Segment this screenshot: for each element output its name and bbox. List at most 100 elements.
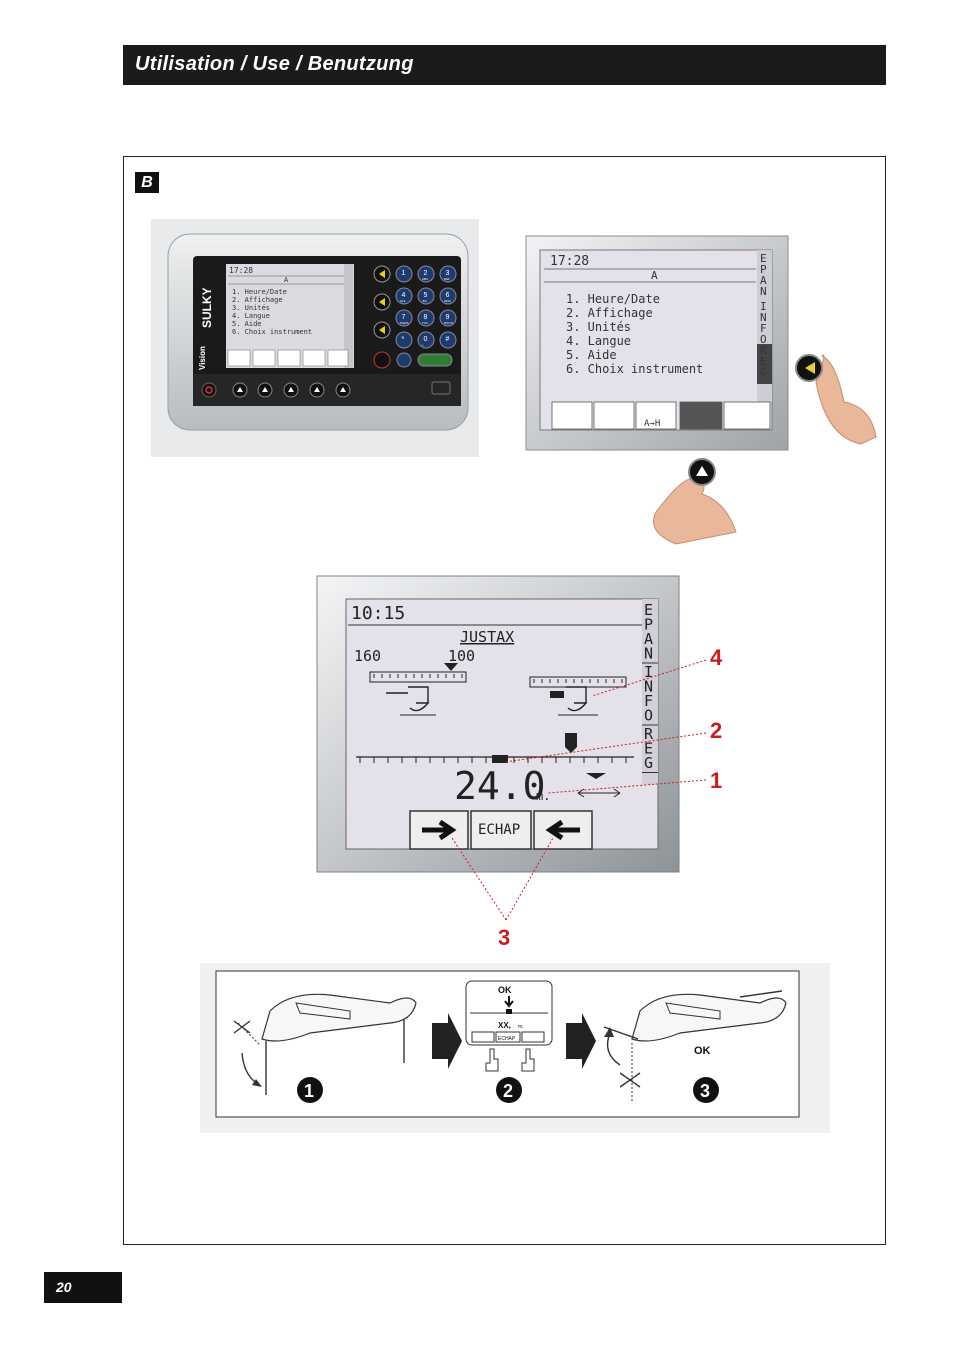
page-header: Utilisation / Use / Benutzung [123,45,886,85]
keypad-key[interactable] [395,287,413,305]
main-tab-letter: I [644,663,653,681]
mini-unit: m. [518,1024,524,1030]
zoom-menu-item: 4. Langue [566,334,631,348]
keypad-key[interactable] [439,331,457,349]
zoom-tab-letter: G [760,366,767,379]
step-number-3: 3 [700,1081,710,1101]
zoom-menu-item: 1. Heure/Date [566,292,660,306]
mini-ok: OK [498,985,512,995]
terminal-arrow-keys [232,265,453,398]
terminal-menu-item: 6. Choix instrument [232,328,312,336]
zoom-time: 17:28 [550,254,589,269]
zoom-tab-letter: O [760,333,767,346]
back-key[interactable] [396,352,412,368]
keypad-key[interactable] [417,309,435,327]
mini-value: XX, [498,1021,511,1030]
zoom-title: A [651,269,658,282]
main-tab-letter: F [644,692,653,710]
zoom-tab-letter: R [760,344,767,357]
left-arrow-icon [379,270,385,278]
stop-key[interactable] [373,351,391,369]
keypad-key[interactable] [439,287,457,305]
keypad-key-sublabel: PQRS [400,321,409,325]
keypad-key-label: 7 [402,314,406,321]
step-number-2: 2 [503,1081,513,1101]
softkey-echap: ECHAP [478,822,520,838]
step-number-1: 1 [304,1081,314,1101]
enter-key[interactable] [417,353,453,367]
zoom-tab-letter: E [760,355,767,368]
terminal-screen-title: A [284,276,289,284]
up-arrow-icon [288,387,294,392]
main-tab-letter: E [644,740,653,758]
zoom-tab-letter: E [760,252,767,265]
section-badge: B [135,172,159,193]
keypad-key-sublabel: MNO [444,299,452,303]
keypad-key-label: 6 [446,292,450,299]
page-number: 20 [44,1272,122,1303]
terminal-menu-item: 2. Affichage [232,296,283,304]
terminal-menu-item: 4. Langue [232,312,270,320]
figure-frame [123,156,886,1245]
zoom-tab-letter: P [760,263,767,276]
terminal-time: 17:28 [229,266,253,275]
keypad-key[interactable] [395,331,413,349]
keypad-key-label: * [402,336,405,343]
left-arrow-icon [379,298,385,306]
keypad-key[interactable] [395,309,413,327]
step3-ok: OK [694,1045,711,1057]
up-arrow-icon [314,387,320,392]
main-title: JUSTAX [460,628,514,646]
callout-2: 2 [710,718,722,743]
zoom-tab-letter: N [760,285,767,298]
terminal-model: Vision [198,346,207,370]
keypad-key[interactable] [417,265,435,283]
zoom-tab-letter: A [760,274,767,287]
callout-4: 4 [710,645,723,670]
main-tab-letter: O [644,707,653,725]
mini-echap: ECHAP [498,1036,516,1042]
header-title: Utilisation / Use / Benutzung [135,53,414,75]
main-unit: m. [536,789,550,803]
keypad-key-sublabel: DEF [444,277,450,281]
main-tab-letter: E [644,601,653,619]
zoom-menu-item: 2. Affichage [566,306,653,320]
main-distance: 24.0 [454,764,546,808]
up-arrow-icon [340,387,346,392]
keypad-key-label: 5 [424,292,428,299]
zoom-bottom-key-label: A→H [644,419,660,429]
keypad-key[interactable] [395,265,413,283]
zoom-tab-letter: N [760,311,767,324]
keypad-key[interactable] [417,287,435,305]
left-arrow-icon [379,326,385,334]
keypad-key-sublabel: WXYZ [444,321,453,325]
keypad-key[interactable] [439,265,457,283]
keypad-key-label: 4 [402,292,406,299]
callout-1: 1 [710,768,722,793]
keypad-key-label: # [446,336,450,343]
main-tab-letter: N [644,678,653,696]
keypad-key-label: 9 [446,314,450,321]
keypad-key-sublabel: + [422,343,424,347]
main-value-left: 160 [354,647,381,665]
keypad-key-sublabel: TUV [422,321,428,325]
terminal-menu-item: 1. Heure/Date [232,288,287,296]
main-time: 10:15 [351,603,405,624]
keypad-key-label: 1 [402,270,406,277]
zoom-menu-item: 5. Aide [566,348,617,362]
procedure-strip: 1 OK XX, m. ECHAP 2 OK 3 [200,963,830,1133]
keypad-key-sublabel: JKL [422,299,428,303]
keypad-key-sublabel: GHI [400,299,406,303]
keypad-key[interactable] [439,309,457,327]
zoom-menu-item: 3. Unités [566,320,631,334]
keypad-key[interactable] [417,331,435,349]
main-tab-letter: G [644,754,653,772]
up-arrow-icon [262,387,268,392]
